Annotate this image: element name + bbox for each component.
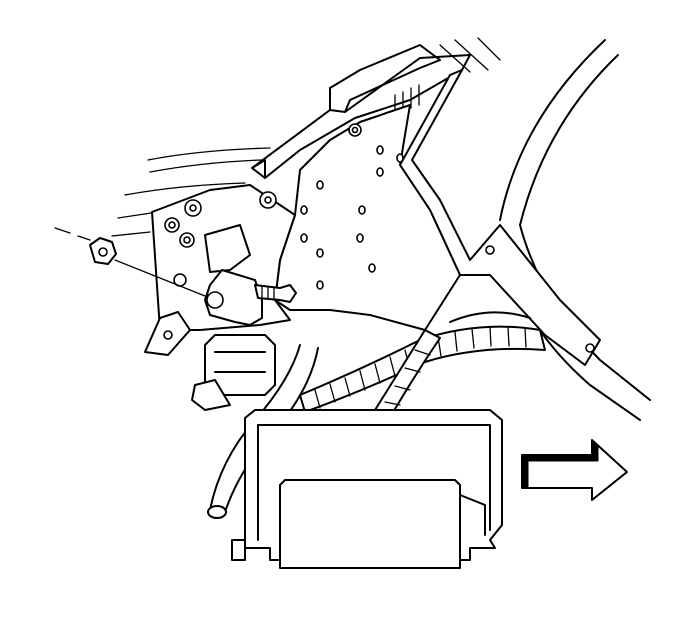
front-direction-arrow	[521, 438, 628, 501]
wiring-harness	[299, 311, 546, 415]
sensor-connector	[191, 334, 276, 411]
bracket-holes	[300, 145, 404, 290]
strap-end-hole	[585, 343, 595, 353]
sensor-bracket	[144, 269, 297, 356]
strap-bolt-hole	[485, 245, 495, 255]
fender-curve	[499, 39, 651, 421]
fastener-nut	[54, 227, 216, 301]
bracket-mount-hole	[206, 291, 224, 309]
control-module	[231, 409, 503, 569]
body-panel-lines	[111, 147, 271, 237]
